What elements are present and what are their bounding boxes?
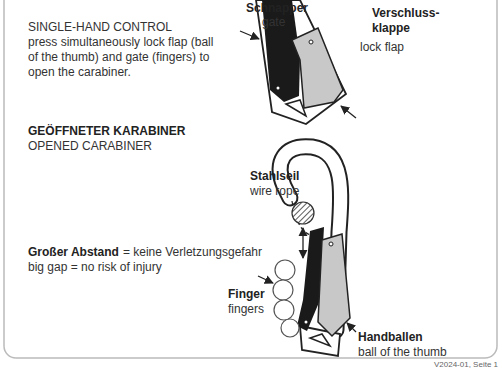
instruction-heading: SINGLE-HAND CONTROL — [28, 20, 172, 35]
wire-rope — [292, 202, 314, 224]
part-name: ball of the thumb — [358, 345, 447, 360]
version-note: V2024-01, Seite 1 — [434, 360, 498, 370]
section-heading: OPENED CARABINER — [28, 139, 152, 154]
panel-border — [4, 0, 497, 358]
instruction-text: press simultaneously lock flap (ball of … — [28, 35, 218, 80]
part-name: lock flap — [360, 40, 404, 55]
note-text: big gap = no risk of injury — [28, 260, 162, 275]
note-text: Großer Abstand — [28, 245, 119, 260]
section-heading: GEÖFFNETER KARABINER — [28, 124, 185, 139]
part-name: Verschluss- klappe — [372, 6, 444, 36]
part-name: Handballen — [358, 330, 423, 345]
part-name: gate — [262, 15, 285, 30]
part-name: Schnapper — [246, 1, 308, 16]
fingers — [273, 260, 299, 337]
note-text: = keine Verletzungsgefahr — [123, 245, 262, 260]
part-name: fingers — [228, 302, 264, 317]
part-name: Stahlseil — [250, 169, 299, 184]
part-name: wire rope — [250, 184, 299, 199]
part-name: Finger — [228, 287, 265, 302]
closed-carabiner — [240, 0, 356, 124]
